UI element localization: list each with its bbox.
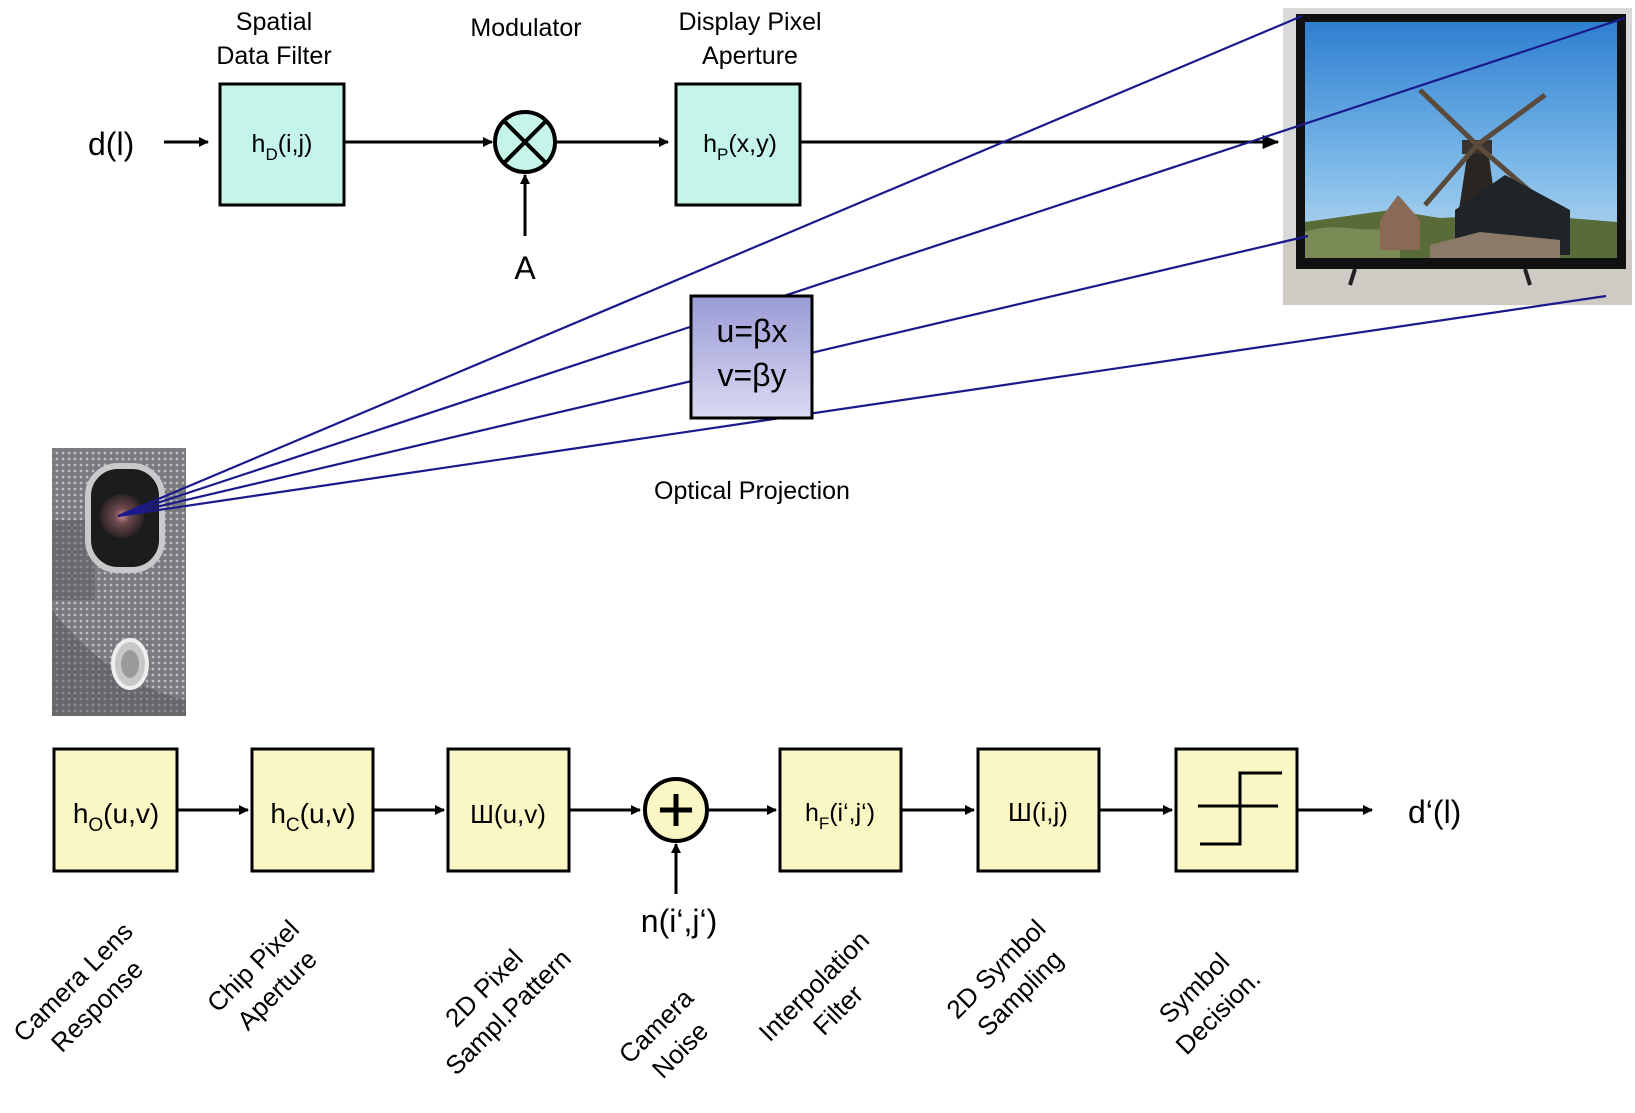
camera-lens-formula: hO(u,v): [73, 798, 159, 836]
spatial-filter-caption-2: Data Filter: [216, 42, 331, 70]
output-label: d‘(l): [1408, 794, 1461, 830]
symbol-sampling-formula: Ш(i,j): [1008, 797, 1068, 827]
camera-photo: [52, 448, 186, 716]
pixel-aperture-caption-1: Display Pixel: [678, 8, 821, 36]
projection-eq-v: v=βy: [717, 357, 786, 393]
transmitter-chain: d(l) Spatial Data Filter hD(i,j) Modulat…: [88, 8, 1280, 286]
receiver-chain: hO(u,v) hC(u,v) Ш(u,v) n(i‘,j‘) hF(i‘,j‘…: [52, 747, 1461, 939]
camera-lens-block: [52, 747, 179, 873]
modulator-caption: Modulator: [470, 14, 581, 42]
pixel-aperture-caption-2: Aperture: [702, 42, 798, 70]
pixel-aperture-block: [674, 82, 802, 207]
spatial-filter-formula: hD(i,j): [252, 130, 313, 164]
projection-caption: Optical Projection: [654, 477, 850, 505]
step-function-icon: [1198, 771, 1282, 846]
input-label: d(l): [88, 126, 134, 162]
pixel-pattern-formula: Ш(u,v): [470, 799, 546, 829]
modulator-multiply-icon: [493, 110, 557, 174]
decision-block: [1174, 747, 1299, 873]
pixel-aperture-formula: hP(x,y): [703, 130, 777, 164]
spatial-filter-caption-1: Spatial: [236, 8, 312, 36]
noise-add-icon: [643, 777, 709, 843]
projection-eq-u: u=βx: [717, 313, 788, 349]
display-photo: [1283, 8, 1632, 305]
receiver-captions: Camera Lens Response Chip Pixel Aperture…: [7, 913, 1266, 1084]
interpolation-formula: hF(i‘,j‘): [805, 799, 875, 833]
spatial-filter-block: [218, 82, 346, 207]
chip-aperture-block: [250, 747, 375, 873]
projection-block: u=βx v=βy: [689, 294, 814, 420]
noise-label: n(i‘,j‘): [641, 903, 717, 939]
modulator-control-label: A: [514, 250, 536, 286]
pixel-pattern-block: [446, 747, 571, 873]
optical-rays: [117, 14, 1626, 518]
chip-aperture-formula: hC(u,v): [270, 798, 355, 836]
interpolation-caption-1: Interpolation: [753, 925, 875, 1047]
symbol-sampling-block: [976, 747, 1101, 873]
